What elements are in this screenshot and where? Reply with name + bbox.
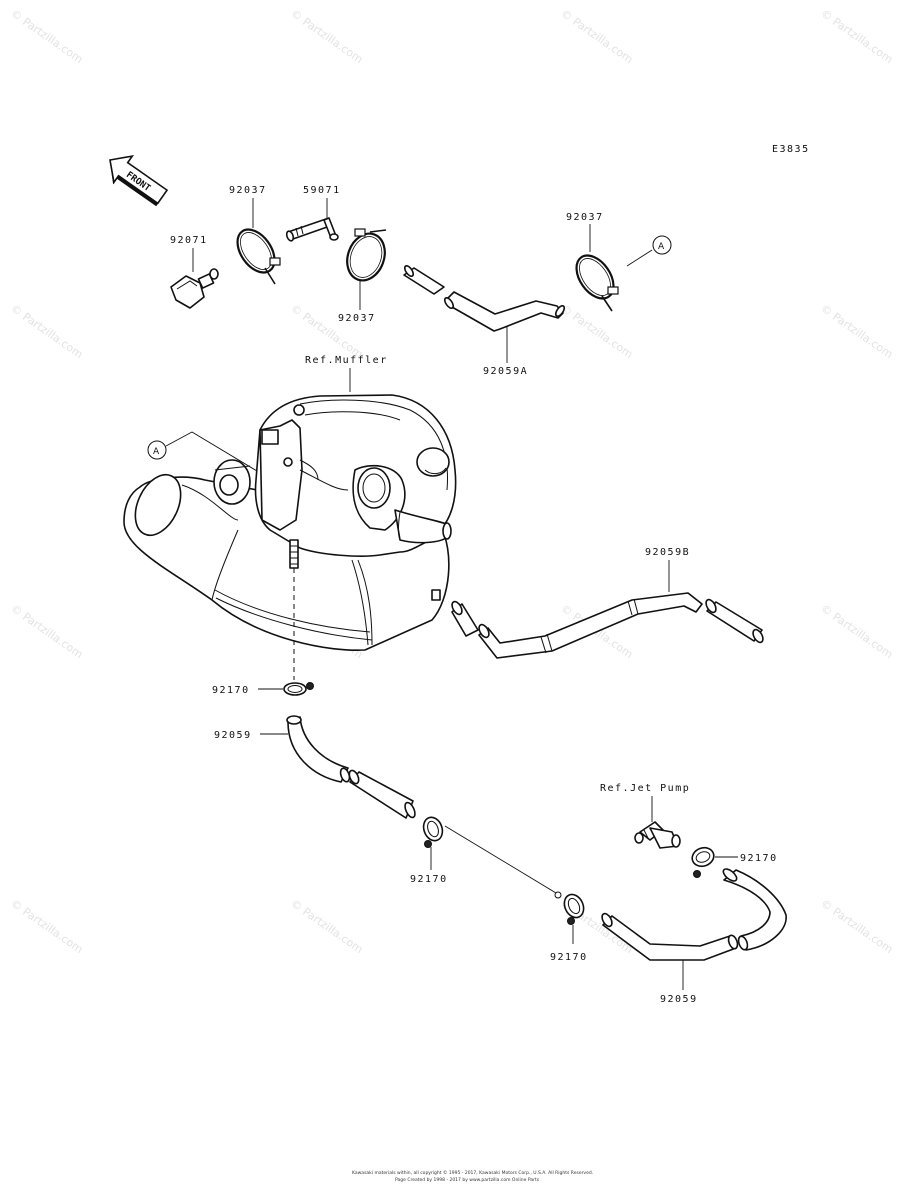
watermark-text: © Partzilla.com [288,302,365,361]
watermark-text: © Partzilla.com [818,7,895,66]
watermark-text: © Partzilla.com [8,602,85,661]
part-92037-clamp-top [236,228,281,285]
part-92170-clamp-left [283,682,314,696]
part-92170-clamp-right [691,846,715,878]
label-92059a: 92059A [483,366,528,377]
watermark-text: © Partzilla.com [558,302,635,361]
label-92170-left: 92170 [212,685,250,696]
part-92037-clamp-right [575,254,619,312]
watermark-text: © Partzilla.com [8,7,85,66]
callout-a-right: A [652,235,672,255]
part-muffler [123,394,457,652]
watermark-text: © Partzilla.com [558,7,635,66]
callout-a-left: A [147,440,167,460]
label-92037-top: 92037 [229,185,267,196]
part-92071-plug [170,268,219,309]
label-92071: 92071 [170,235,208,246]
label-92037-right: 92037 [566,212,604,223]
part-92059b-hose [451,592,764,659]
watermark-text: © Partzilla.com [288,7,365,66]
watermark-text: © Partzilla.com [818,302,895,361]
part-92059a-hose [403,264,566,332]
part-92059-hose-left [286,715,416,819]
watermark-text: © Partzilla.com [288,897,365,956]
watermark-text: © Partzilla.com [818,897,895,956]
part-92059-hose-bottom [601,868,787,961]
part-59071-fitting [285,217,339,242]
part-92170-clamp-bottom [563,893,585,925]
label-92037-mid: 92037 [338,313,376,324]
label-59071: 59071 [303,185,341,196]
part-92037-clamp-mid [346,228,387,282]
callout-a-right-label: A [658,242,665,252]
part-92170-clamp-center [422,816,444,848]
label-92059-bottom: 92059 [660,994,698,1005]
front-arrow-icon: FRONT [109,154,169,207]
label-92170-bottom: 92170 [550,952,588,963]
part-jet-pump-fitting [634,821,681,849]
watermark-text: © Partzilla.com [8,897,85,956]
callout-a-left-label: A [153,447,160,457]
copyright-line-2: Page Created by 1998 - 2017 by www.partz… [395,1177,540,1183]
label-92170-right: 92170 [740,853,778,864]
copyright-line-1: Kawasaki materials within, all copyright… [352,1169,593,1176]
watermark-text: © Partzilla.com [818,602,895,661]
diagram-code: E3835 [772,144,810,155]
watermark-text: © Partzilla.com [8,302,85,361]
label-92170-center: 92170 [410,874,448,885]
label-92059-left: 92059 [214,730,252,741]
label-ref-jet-pump: Ref.Jet Pump [600,783,690,794]
label-ref-muffler: Ref.Muffler [305,355,388,366]
label-92059b: 92059B [645,547,690,558]
